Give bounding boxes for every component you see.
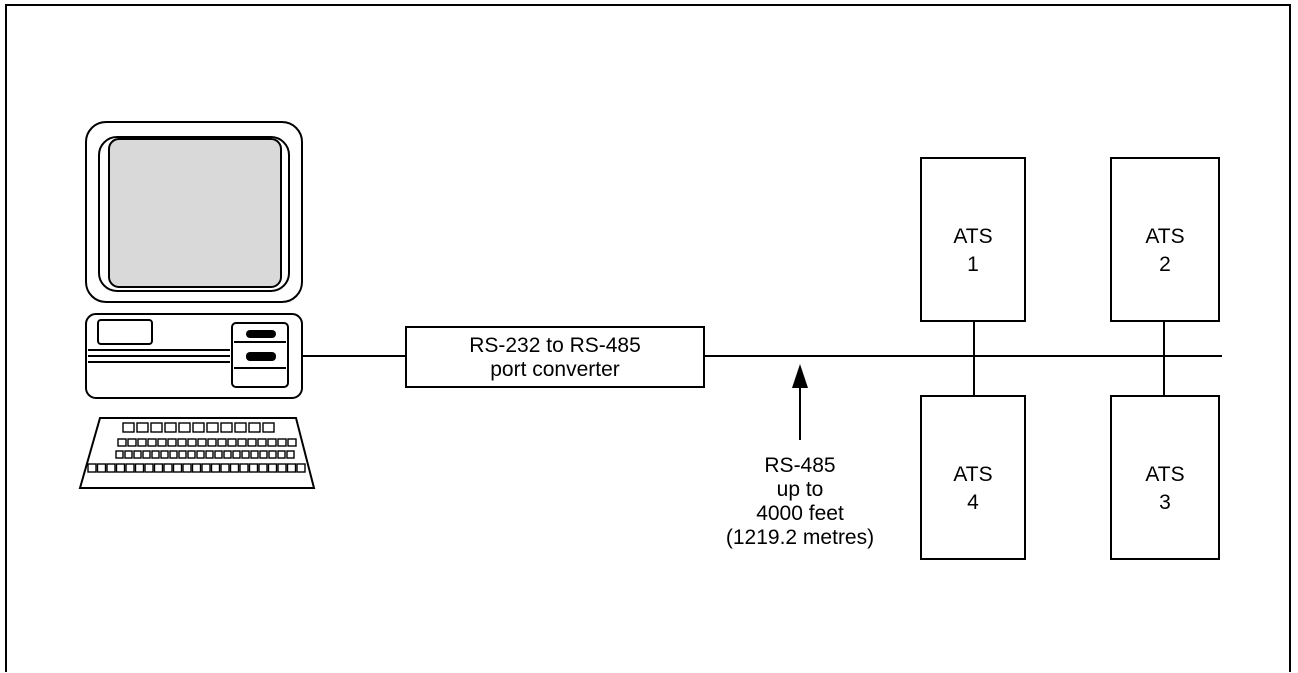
keyboard-key: [263, 423, 274, 432]
keyboard-key: [207, 423, 218, 432]
keyboard-key: [212, 464, 220, 472]
ats-unit-2: ATS 2: [1110, 157, 1220, 322]
keyboard-key: [193, 464, 201, 472]
ats-name: ATS: [1112, 223, 1218, 251]
keyboard-key: [288, 439, 296, 446]
computer-tower-icon: [86, 314, 302, 398]
keyboard-key: [287, 451, 294, 458]
ats-unit-4: ATS 4: [920, 395, 1026, 560]
keyboard-key: [259, 464, 267, 472]
ats-number: 2: [1112, 251, 1218, 279]
keyboard-key: [288, 464, 296, 472]
keyboard-key: [208, 439, 216, 446]
converter-label-line1: RS-232 to RS-485: [407, 334, 703, 358]
keyboard-key: [148, 439, 156, 446]
keyboard-key: [198, 439, 206, 446]
keyboard-key: [238, 439, 246, 446]
keyboard-key: [107, 464, 115, 472]
keyboard-key: [179, 451, 186, 458]
keyboard-key: [193, 423, 204, 432]
keyboard-key: [155, 464, 163, 472]
keyboard-key: [126, 464, 134, 472]
keyboard-key: [233, 451, 240, 458]
keyboard-key: [125, 451, 132, 458]
note-line1: RS-485: [700, 454, 900, 478]
keyboard-key: [224, 451, 231, 458]
converter-label-line2: port converter: [407, 358, 703, 382]
keyboard-icon: [80, 418, 314, 488]
keyboard-key: [118, 439, 126, 446]
keyboard-key: [206, 451, 213, 458]
note-line4: (1219.2 metres): [700, 526, 900, 550]
keyboard-key: [250, 464, 258, 472]
keyboard-key: [218, 439, 226, 446]
ats-name: ATS: [1112, 461, 1218, 489]
keyboard-key: [164, 464, 172, 472]
keyboard-key: [134, 451, 141, 458]
keyboard-key: [128, 439, 136, 446]
keyboard-key: [260, 451, 267, 458]
keyboard-key: [161, 451, 168, 458]
keyboard-key: [188, 451, 195, 458]
keyboard-key: [248, 439, 256, 446]
keyboard-key: [116, 451, 123, 458]
ats-number: 3: [1112, 489, 1218, 517]
ats-number: 4: [922, 489, 1024, 517]
ats-name: ATS: [922, 461, 1024, 489]
keyboard-key: [170, 451, 177, 458]
keyboard-key: [240, 464, 248, 472]
keyboard-key: [231, 464, 239, 472]
keyboard-key: [143, 451, 150, 458]
keyboard-key: [242, 451, 249, 458]
keyboard-key: [278, 439, 286, 446]
note-line2: up to: [700, 478, 900, 502]
keyboard-key: [145, 464, 153, 472]
keyboard-key: [165, 423, 176, 432]
rs485-note: RS-485 up to 4000 feet (1219.2 metres): [700, 454, 900, 550]
ats-number: 1: [922, 251, 1024, 279]
keyboard-key: [178, 439, 186, 446]
keyboard-key: [249, 423, 260, 432]
keyboard-key: [278, 464, 286, 472]
keyboard-key: [158, 439, 166, 446]
keyboard-key: [268, 439, 276, 446]
keyboard-key: [183, 464, 191, 472]
keyboard-key: [221, 464, 229, 472]
note-line3: 4000 feet: [700, 502, 900, 526]
keyboard-key: [168, 439, 176, 446]
arrow-up-icon: [792, 364, 808, 440]
keyboard-key: [174, 464, 182, 472]
keyboard-key: [123, 423, 134, 432]
keyboard-key: [269, 464, 277, 472]
keyboard-key: [188, 439, 196, 446]
ats-unit-3: ATS 3: [1110, 395, 1220, 560]
keyboard-key: [138, 439, 146, 446]
keyboard-key: [251, 451, 258, 458]
keyboard-key: [117, 464, 125, 472]
keyboard-key: [228, 439, 236, 446]
keyboard-key: [152, 451, 159, 458]
keyboard-key: [278, 451, 285, 458]
keyboard-key: [197, 451, 204, 458]
keyboard-key: [221, 423, 232, 432]
keyboard-key: [179, 423, 190, 432]
computer-monitor-icon: [86, 122, 302, 302]
keyboard-key: [258, 439, 266, 446]
keyboard-key: [136, 464, 144, 472]
port-converter-box: RS-232 to RS-485 port converter: [405, 326, 705, 388]
keyboard-key: [88, 464, 96, 472]
ats-unit-1: ATS 1: [920, 157, 1026, 322]
keyboard-key: [269, 451, 276, 458]
keyboard-key: [235, 423, 246, 432]
keyboard-key: [297, 464, 305, 472]
keyboard-key: [151, 423, 162, 432]
keyboard-key: [137, 423, 148, 432]
keyboard-key: [215, 451, 222, 458]
keyboard-key: [98, 464, 106, 472]
keyboard-key: [202, 464, 210, 472]
ats-name: ATS: [922, 223, 1024, 251]
